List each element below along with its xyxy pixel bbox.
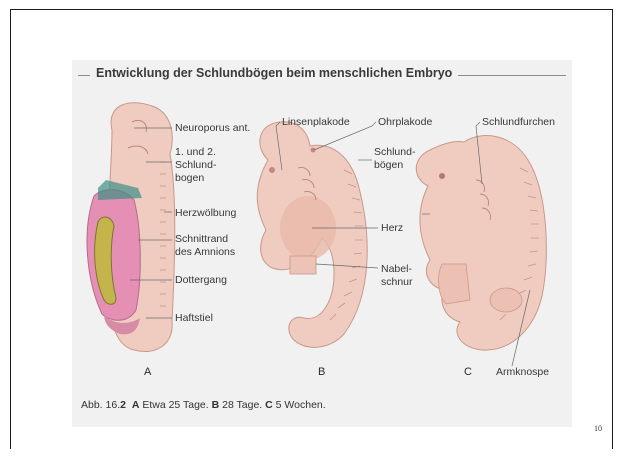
caption-prefix: Abb. 16. xyxy=(81,399,120,411)
caption-key-a: A xyxy=(132,399,140,411)
label-haftstiel: Haftstiel xyxy=(175,312,213,325)
embryo-b-drawing xyxy=(257,122,367,348)
embryo-c-drawing xyxy=(416,136,546,351)
slide-number: 10 xyxy=(594,424,602,433)
embryo-a-drawing xyxy=(87,103,175,352)
panel-letter-b: B xyxy=(318,366,325,378)
label-schnittrand-line1: Schnittrand xyxy=(175,233,228,246)
label-neuroporus: Neuroporus ant. xyxy=(175,122,250,135)
panel-letter-c: C xyxy=(464,366,472,378)
caption-key-b: B xyxy=(212,399,220,411)
caption-number: 2 xyxy=(120,399,126,411)
figure-caption: Abb. 16.2 A Etwa 25 Tage. B 28 Tage. C 5… xyxy=(81,399,326,411)
caption-text-b: 28 Tage. xyxy=(222,399,262,411)
caption-key-c: C xyxy=(265,399,273,411)
caption-text-a: Etwa 25 Tage. xyxy=(142,399,208,411)
label-schlundbogen-line3: bogen xyxy=(175,172,204,185)
panel-letter-a: A xyxy=(144,366,151,378)
caption-text-c: 5 Wochen. xyxy=(276,399,326,411)
label-schlundbogen-line1: 1. und 2. xyxy=(175,146,216,159)
label-dottergang: Dottergang xyxy=(175,274,227,287)
label-schlundbogen-line2: Schlund- xyxy=(175,159,216,172)
label-schlundboegen-line2: bögen xyxy=(374,159,403,172)
label-armknospe: Armknospe xyxy=(496,366,549,379)
label-nabelschnur-line1: Nabel- xyxy=(381,263,412,276)
label-schlundboegen-line1: Schlund- xyxy=(374,146,415,159)
label-schlundfurchen: Schlundfurchen xyxy=(482,116,555,129)
figure-panel: Entwicklung der Schlundbögen beim mensch… xyxy=(72,60,572,427)
label-linsenplakode: Linsenplakode xyxy=(282,116,350,129)
label-herzwoelbung: Herzwölbung xyxy=(175,207,236,220)
label-schnittrand-line2: des Amnions xyxy=(175,246,235,259)
label-nabelschnur-line2: schnur xyxy=(381,276,413,289)
label-herz: Herz xyxy=(381,222,403,235)
label-ohrplakode: Ohrplakode xyxy=(378,116,432,129)
